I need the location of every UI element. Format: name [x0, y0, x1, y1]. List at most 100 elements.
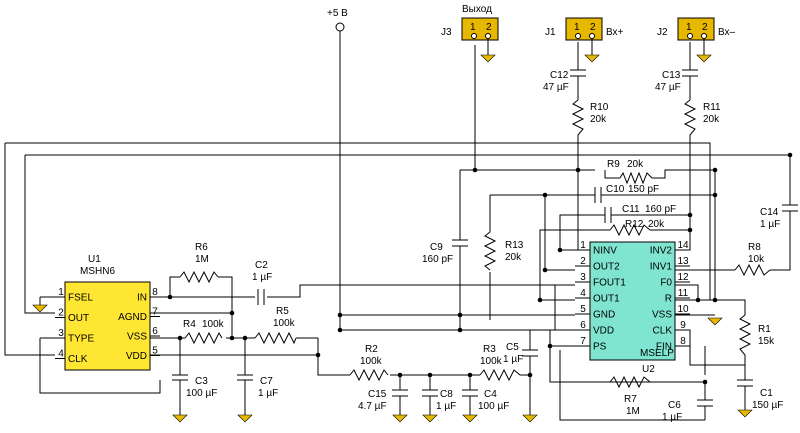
- pin-number: 6: [580, 320, 586, 331]
- pin-number: 2: [58, 308, 64, 319]
- r12-value: 20k: [648, 219, 665, 230]
- pin-name: AGND: [118, 312, 147, 323]
- c12-value: 47 µF: [543, 82, 569, 93]
- resistor-r4: R4 100k: [183, 319, 225, 345]
- ground-symbol: [32, 304, 48, 313]
- resistor-r11: R11 20k: [683, 99, 721, 136]
- pin-number: 12: [677, 272, 689, 283]
- pin-name: VDD: [126, 351, 147, 362]
- j3-title: Выход: [462, 4, 492, 15]
- r3-ref: R3: [483, 344, 496, 355]
- j1-pin1-label: 1: [574, 22, 580, 33]
- ground-symbol: [392, 414, 408, 423]
- pin-number: 5: [580, 304, 586, 315]
- capacitors: C2 1 µF C3 100 µF C7 1 µF C15 4.7 µF: [172, 69, 798, 423]
- c10-value: 150 pF: [628, 184, 659, 195]
- j2-title: Вх–: [718, 27, 736, 38]
- c9-value: 160 pF: [422, 254, 453, 265]
- ground-symbol: [696, 54, 712, 63]
- r3-value: 100k: [480, 356, 503, 367]
- c3-ref: C3: [195, 376, 208, 387]
- c15-value: 4.7 µF: [358, 401, 387, 412]
- pin-number: 1: [580, 240, 586, 251]
- pin-name: R: [665, 294, 672, 305]
- ground-symbol: [422, 414, 438, 423]
- pin-name: TYPE: [68, 334, 94, 345]
- capacitor-c2: C2 1 µF: [252, 260, 272, 305]
- c5-ref: C5: [506, 342, 519, 353]
- resistor-r6: R6 1M: [179, 242, 219, 284]
- r6-ref: R6: [195, 242, 208, 253]
- c8-value: 1 µF: [436, 401, 456, 412]
- c6-value: 1 µF: [662, 412, 682, 423]
- resistor-r10: R10 20k: [571, 99, 609, 136]
- r13-value: 20k: [505, 252, 522, 263]
- j3-pin1-label: 1: [470, 22, 476, 33]
- u2-part: MSELP: [640, 348, 674, 359]
- r1-ref: R1: [758, 324, 771, 335]
- pin-number: 4: [580, 288, 586, 299]
- capacitor-c8: C8 1 µF: [422, 389, 456, 423]
- c5-value: 1 µF: [503, 354, 523, 365]
- pin-name: CLK: [68, 354, 88, 365]
- pin-number: 8: [152, 287, 158, 298]
- resistor-r9: R9 20k: [607, 159, 653, 185]
- pin-name: GND: [593, 310, 615, 321]
- pin-number: 14: [677, 240, 689, 251]
- pin-name: OUT1: [593, 294, 620, 305]
- c10-ref: C10: [606, 184, 625, 195]
- u1-part: MSHN6: [80, 266, 115, 277]
- connector-j2: 1 2 J2 Вх–: [657, 17, 736, 63]
- j3-pin2-label: 2: [486, 22, 492, 33]
- ground-symbol: [584, 54, 600, 63]
- j3-ref: J3: [441, 27, 452, 38]
- ground-symbol: [237, 414, 253, 423]
- r5-value: 100k: [273, 318, 296, 329]
- capacitor-c1: C1 150 µF: [737, 379, 783, 418]
- capacitor-c5: C5 1 µF: [503, 342, 538, 423]
- c15-ref: C15: [368, 389, 387, 400]
- r10-ref: R10: [590, 102, 609, 113]
- r11-ref: R11: [703, 102, 721, 113]
- c14-ref: C14: [760, 207, 779, 218]
- r12-ref: R12: [625, 219, 644, 230]
- r4-ref: R4: [183, 319, 196, 330]
- resistor-r2: R2 100k: [349, 344, 389, 382]
- supply-terminal: +5 В: [327, 8, 348, 32]
- pin-number: 7: [580, 336, 586, 347]
- capacitor-c15: C15 4.7 µF: [358, 389, 408, 423]
- capacitor-c13: C13 47 µF: [655, 69, 698, 93]
- capacitor-c6: C6 1 µF: [662, 382, 713, 423]
- c12-ref: C12: [550, 70, 569, 81]
- r9-value: 20k: [627, 159, 644, 170]
- j2-ref: J2: [657, 27, 668, 38]
- c11-value: 160 pF: [645, 204, 676, 215]
- capacitor-c12: C12 47 µF: [543, 69, 586, 93]
- ground-symbol: [707, 317, 723, 326]
- pin-name: VSS: [127, 332, 147, 343]
- u1-ref: U1: [88, 254, 101, 265]
- resistors: R6 1M R4 100k R5 100k R2 100k R3 100k R1…: [179, 99, 775, 417]
- r5-ref: R5: [276, 306, 289, 317]
- r8-ref: R8: [748, 242, 761, 253]
- r8-value: 10k: [748, 254, 765, 265]
- r10-value: 20k: [590, 114, 607, 125]
- c7-ref: C7: [260, 376, 273, 387]
